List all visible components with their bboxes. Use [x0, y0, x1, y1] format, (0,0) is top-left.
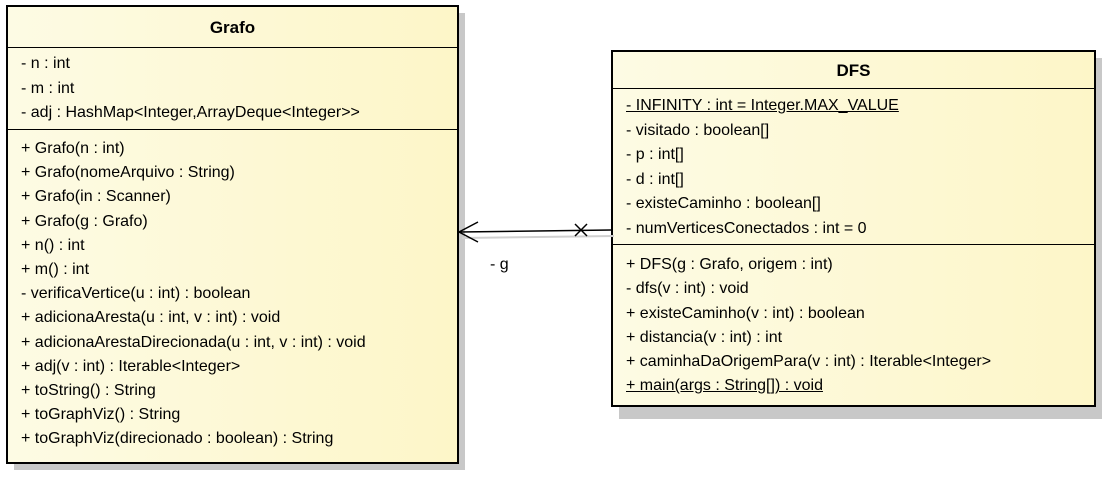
dfs-operations: + DFS(g : Grafo, origem : int) - dfs(v : …	[613, 245, 1094, 399]
grafo-operations-row: + adj(v : int) : Iterable<Integer>	[21, 357, 241, 375]
grafo-operations-row: + toGraphViz() : String	[21, 406, 181, 424]
grafo-operations-row: + Grafo(g : Grafo)	[21, 212, 148, 230]
class-dfs[interactable]: DFS - INFINITY : int = Integer.MAX_VALUE…	[611, 50, 1096, 407]
association-line	[458, 229, 612, 233]
grafo-attributes: - n : int - m : int - adj : HashMap<Intege…	[8, 48, 457, 130]
non-navigable-x-icon	[574, 223, 588, 237]
class-title-grafo: Grafo	[8, 7, 457, 48]
dfs-attributes-row: - numVerticesConectados : int = 0	[626, 219, 867, 237]
grafo-operations-row: + m() : int	[21, 260, 90, 278]
grafo-operations-row: + adicionaAresta(u : int, v : int) : voi…	[21, 309, 281, 327]
grafo-operations-row: + Grafo(n : int)	[21, 140, 125, 157]
navigability-arrow-icon	[457, 221, 479, 243]
grafo-attributes-row: - n : int	[21, 55, 70, 72]
dfs-attributes-row: - visitado : boolean[]	[626, 121, 770, 139]
class-grafo[interactable]: Grafo - n : int - m : int - adj : HashMap<…	[6, 5, 459, 464]
grafo-operations-row: + toGraphViz(direcionado : boolean) : St…	[21, 430, 334, 448]
grafo-operations-row: + toString() : String	[21, 381, 156, 399]
dfs-operations-row: + distancia(v : int) : int	[626, 328, 783, 346]
dfs-attributes-row: - p : int[]	[626, 146, 684, 163]
class-title-dfs: DFS	[613, 52, 1094, 89]
dfs-attributes: - INFINITY : int = Integer.MAX_VALUE - vi…	[613, 89, 1094, 245]
grafo-attributes-row: - adj : HashMap<Integer,ArrayDeque<Integ…	[21, 104, 360, 121]
dfs-attributes-row: - INFINITY : int = Integer.MAX_VALUE	[626, 97, 899, 114]
dfs-operations-row: + DFS(g : Grafo, origem : int)	[626, 256, 833, 273]
association-role-label: - g	[490, 256, 509, 273]
grafo-operations-row: + n() : int	[21, 236, 85, 254]
grafo-operations-row: - verificaVertice(u : int) : boolean	[21, 285, 251, 303]
grafo-operations-row: + adicionaArestaDirecionada(u : int, v :…	[21, 333, 366, 351]
grafo-operations-row: + Grafo(nomeArquivo : String)	[21, 164, 235, 182]
grafo-operations-row: + Grafo(in : Scanner)	[21, 188, 171, 206]
dfs-operations-row: + caminhaDaOrigemPara(v : int) : Iterabl…	[626, 353, 992, 371]
dfs-attributes-row: - d : int[]	[626, 170, 684, 188]
grafo-operations: + Grafo(n : int) + Grafo(nomeArquivo : St…	[8, 130, 457, 451]
grafo-attributes-row: - m : int	[21, 79, 75, 97]
dfs-operations-row: + existeCaminho(v : int) : boolean	[626, 304, 865, 322]
dfs-operations-row: - dfs(v : int) : void	[626, 280, 749, 298]
dfs-attributes-row: - existeCaminho : boolean[]	[626, 195, 821, 212]
dfs-operations-row: + main(args : String[]) : void	[626, 377, 823, 395]
